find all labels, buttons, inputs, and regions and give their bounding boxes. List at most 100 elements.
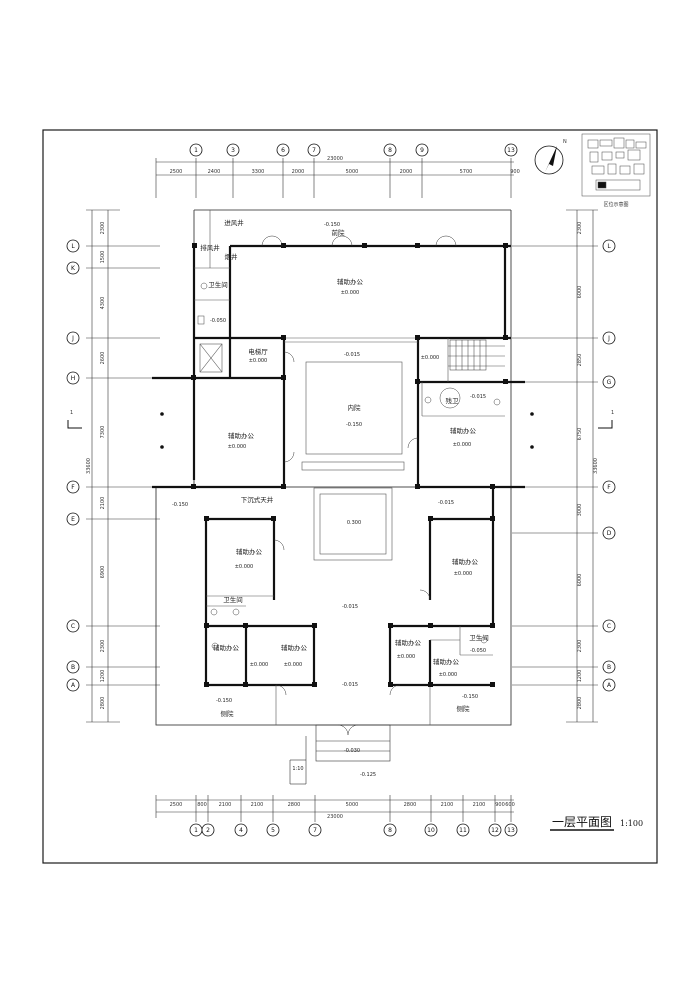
top-total-dimension: 23000 <box>327 156 343 162</box>
left-dim: 7300 <box>100 426 106 439</box>
axis-label: L <box>71 243 75 250</box>
axis-label: 2 <box>206 827 210 834</box>
level-mark: ±0.000 <box>228 444 247 450</box>
left-dimensions: 2300 1500 4300 2600 7300 2100 6900 2300 … <box>100 222 106 710</box>
room-label-office: 辅助办公 <box>452 557 479 566</box>
right-dim: 2800 <box>577 697 583 710</box>
axis-label: 8 <box>388 827 392 834</box>
right-dim: 6750 <box>577 428 583 441</box>
section-mark-right <box>598 420 613 429</box>
axis-label: E <box>71 516 75 523</box>
level-mark: ±0.000 <box>439 672 458 678</box>
bottom-axis-labels: 1 2 4 5 7 8 10 11 12 13 <box>194 827 515 834</box>
level-mark: -0.030 <box>344 748 360 754</box>
level-mark: -0.050 <box>470 648 486 654</box>
bottom-dim: 2100 <box>219 802 232 808</box>
bottom-dim: 2800 <box>288 802 301 808</box>
top-dimension-chain <box>155 158 514 198</box>
right-dim: 2300 <box>577 222 583 235</box>
room-label-restroom: 卫生间 <box>469 633 489 642</box>
right-axis-labels: L J G F D C B A <box>607 243 612 689</box>
level-mark: -0.015 <box>342 682 358 688</box>
bottom-dimensions: 2500 800 2100 2100 2800 5000 2800 2100 2… <box>170 802 515 808</box>
axis-label: J <box>607 335 610 342</box>
right-axis-bubbles <box>602 239 616 692</box>
room-label-office: 辅助办公 <box>213 643 240 652</box>
thin-walls <box>156 210 511 726</box>
entry-steps <box>289 724 391 785</box>
left-axis-bubbles <box>66 239 80 692</box>
left-dim: 1200 <box>100 670 106 683</box>
axis-label: 12 <box>491 827 499 834</box>
bottom-dim: 5000 <box>346 802 359 808</box>
axis-label: L <box>607 243 611 250</box>
level-mark: ±0.000 <box>250 662 269 668</box>
top-dim: 2000 <box>400 169 413 175</box>
axis-label: 8 <box>388 147 392 154</box>
room-label-inner-court: 内院 <box>348 403 362 412</box>
section-label: 1 <box>70 410 73 416</box>
bottom-dim: 2100 <box>441 802 454 808</box>
room-label-office: 辅助办公 <box>281 643 308 652</box>
left-axis-labels: L K J H F E C B A <box>71 243 76 689</box>
axis-label: G <box>607 379 612 386</box>
right-dim: 6000 <box>577 286 583 299</box>
axis-label: K <box>71 265 76 272</box>
bottom-dim: 2100 <box>473 802 486 808</box>
left-dim: 4300 <box>100 297 106 310</box>
top-dim: 2400 <box>208 169 221 175</box>
level-mark: -0.150 <box>462 694 478 700</box>
level-mark: ±0.000 <box>249 358 268 364</box>
bottom-dim: 2100 <box>251 802 264 808</box>
room-label-office: 辅助办公 <box>337 277 364 286</box>
room-label-elevator-hall: 电梯厅 <box>248 347 268 356</box>
level-mark: -0.150 <box>324 222 340 228</box>
bottom-dim: 2500 <box>170 802 183 808</box>
axis-label: 13 <box>507 827 515 834</box>
room-label-accessible-wc: 残卫 <box>446 396 460 405</box>
top-axis-bubbles <box>189 143 518 157</box>
bottom-dimension-chain <box>155 795 514 822</box>
level-mark: -0.015 <box>438 500 454 506</box>
room-labels: 前院 辅助办公 排风井 进风井 烟井 卫生间 电梯厅 辅助办公 内院 辅助办公 … <box>200 218 489 718</box>
level-marks: -0.150 ±0.000 -0.050 ±0.000 -0.015 ±0.00… <box>172 222 486 778</box>
left-total-dimension: 33600 <box>86 458 92 474</box>
axis-label: 9 <box>420 147 424 154</box>
room-label-side-yard: 侧院 <box>221 709 235 718</box>
stair <box>449 339 487 371</box>
bottom-total-dimension: 23000 <box>327 814 343 820</box>
top-axis-labels: 1 3 6 7 8 9 13 <box>194 147 515 154</box>
axis-label: 11 <box>459 827 467 834</box>
axis-label: C <box>607 623 611 630</box>
axis-label: A <box>607 682 612 689</box>
top-dim: 3300 <box>252 169 265 175</box>
room-label-office: 辅助办公 <box>395 638 422 647</box>
axis-label: 3 <box>231 147 235 154</box>
room-label-flue: 烟井 <box>225 252 239 261</box>
axis-label: 13 <box>507 147 515 154</box>
top-dim: 5700 <box>460 169 473 175</box>
level-mark: -0.015 <box>342 604 358 610</box>
axis-label: B <box>71 664 75 671</box>
axis-label: C <box>71 623 75 630</box>
right-dim: 1200 <box>577 670 583 683</box>
axis-label: H <box>71 375 76 382</box>
right-dimensions: 2300 6000 2850 6750 3000 6000 2300 1200 … <box>577 222 583 710</box>
axis-label: 10 <box>427 827 435 834</box>
site-location-key <box>581 133 651 197</box>
section-mark-left <box>67 420 82 429</box>
top-dim: 900 <box>510 169 520 175</box>
room-label-office: 辅助办公 <box>450 426 477 435</box>
room-label-intake-shaft: 进风井 <box>224 218 244 227</box>
room-label-office: 辅助办公 <box>433 657 460 666</box>
left-dim: 2600 <box>100 352 106 365</box>
level-mark: -0.150 <box>172 502 188 508</box>
right-dim: 2850 <box>577 354 583 367</box>
bottom-dim: 2800 <box>404 802 417 808</box>
axis-label: 6 <box>281 147 285 154</box>
left-dim: 2800 <box>100 697 106 710</box>
left-dim: 1500 <box>100 251 106 264</box>
axis-label: J <box>71 335 74 342</box>
left-dim: 2300 <box>100 640 106 653</box>
thick-walls <box>152 244 525 687</box>
